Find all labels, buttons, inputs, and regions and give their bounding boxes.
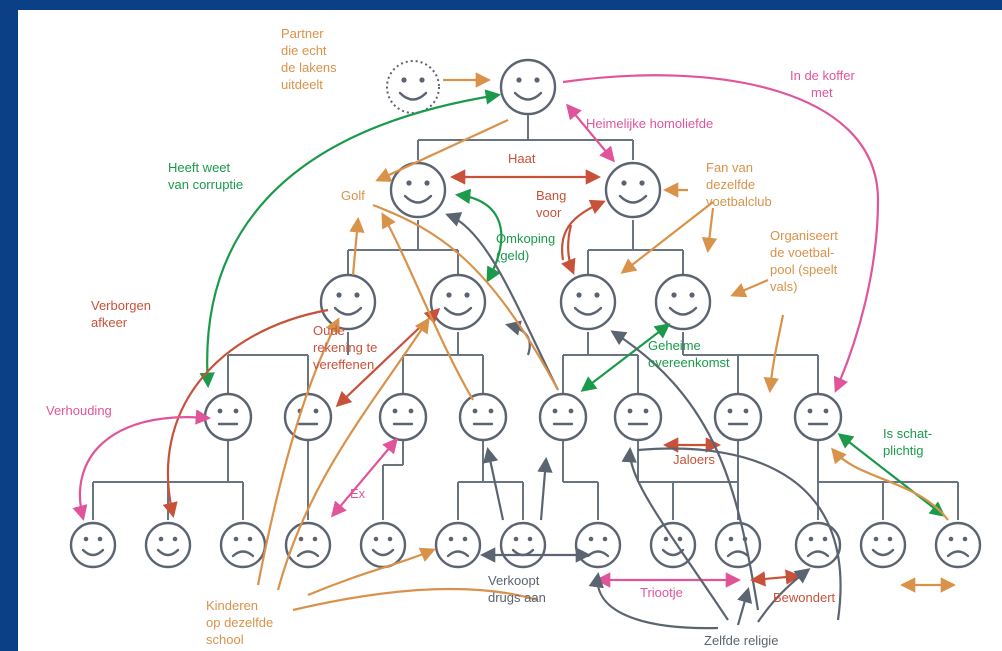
arrow-religie-3 [757,568,811,623]
person-face [654,273,712,331]
arrow-kinderen-4 [292,588,539,612]
person-face [574,521,622,569]
person-face [934,521,982,569]
label-omkoping: Omkoping (geld) [496,231,559,263]
label-jaloers: Jaloers [673,452,715,467]
person-face [613,392,663,442]
label-organiseert: Organiseert de voetbal- pool (speelt val… [770,228,842,294]
arrow-omkoping [454,188,503,283]
partner-face [386,60,440,114]
label-triootje: Triootje [640,585,683,600]
arrow-drugs-up-3 [445,212,559,391]
label-heimelijke-homoliefde: Heimelijke homoliefde [586,116,713,131]
arrow-religie-2 [736,587,753,626]
person-face [714,521,762,569]
person-face [434,521,482,569]
label-kinderen: Kinderen op dezelfde school [206,598,277,647]
arrow-schat-orange [831,447,949,521]
arrow-drugs-up-1 [483,446,505,521]
person-face [429,273,487,331]
person-face [793,392,843,442]
label-verhouding: Verhouding [46,403,112,418]
arrow-heeft-weet [199,89,502,389]
person-face [538,392,588,442]
person-face [378,392,428,442]
arrow-drugs-up-2 [537,456,553,521]
label-heeft-weet: Heeft weet van corruptie [168,160,243,192]
arrow-bewondert [749,569,802,587]
person-face [713,392,763,442]
person-face [359,521,407,569]
relationship-diagram: Partner die echt de lakens uitdeelt In d… [46,26,982,648]
person-face [794,521,842,569]
arrow-orange-cross [381,212,474,401]
arrow-organiseert-down [763,314,785,394]
arrow-kinderen-2 [276,317,430,591]
label-in-de-koffer: In de koffer met [790,68,858,100]
person-face [219,521,267,569]
label-fan: Fan van dezelfde voetbalclub [706,160,772,209]
label-ex: Ex [350,486,366,501]
arrow-in-de-koffer [562,74,880,393]
person-face [559,273,617,331]
arrow-geheime-overeenkomst [580,323,671,392]
label-golf: Golf [341,188,365,203]
label-zelfde-religie: Zelfde religie [704,633,778,648]
arrow-golf [375,119,509,182]
arrow-ex [331,437,398,518]
label-haat: Haat [508,151,536,166]
person-face [604,161,662,219]
arrow-heimelijke-homoliefde [566,103,615,163]
arrow-fan-down-1 [620,201,714,274]
arrow-golf-up [349,216,365,276]
arrow-schatplichtig [837,433,946,517]
arrow-bang-voor [560,199,606,261]
label-schatplichtig: Is schat- plichtig [883,426,936,458]
arrow-verhouding [72,409,212,521]
person-face [319,273,377,331]
label-geheime-overeenkomst: Geheime overeenkomst [648,338,730,370]
arrow-kinderen-3 [307,547,436,597]
arrow-religie-1 [588,571,719,630]
person-face [144,521,192,569]
relationship-labels: Partner die echt de lakens uitdeelt In d… [46,26,936,648]
label-bang-voor: Bang voor [536,188,570,220]
label-verborgen-afkeer: Verborgen afkeer [91,298,155,330]
person-face [859,521,907,569]
arrow-fan-down-2 [701,207,718,254]
label-partner: Partner die echt de lakens uitdeelt [281,26,340,92]
person-face [69,521,117,569]
person-face [499,58,557,116]
person-face [283,392,333,442]
arrow-organiseert [730,278,769,298]
label-oude-rekening: Oude rekening te vereffenen [313,323,381,372]
arrow-orange-cross-2 [372,203,559,391]
arrow-religie-4 [621,446,729,621]
person-face [458,392,508,442]
relationship-arrows [72,72,957,630]
arrow-drugs-up-4 [505,320,531,356]
person-face [203,392,253,442]
person-face [499,521,547,569]
label-verkoopt: Verkoopt drugs aan [488,573,546,605]
arrow-kinderen-1 [256,317,340,586]
arrow-drugs-long-2 [637,447,842,621]
diagram-canvas: Partner die echt de lakens uitdeelt In d… [18,10,1002,651]
arrow-bang-voor-down [561,224,576,275]
label-bewondert: Bewondert [773,590,836,605]
family-tree-lines [92,115,959,520]
